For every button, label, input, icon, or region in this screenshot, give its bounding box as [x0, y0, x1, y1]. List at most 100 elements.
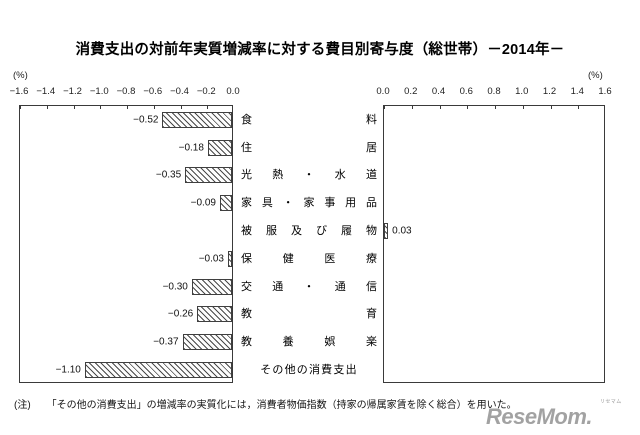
bar-value-label: −1.10 — [55, 364, 81, 376]
axis-tick-mark — [207, 105, 209, 109]
category-label-char: 楽 — [365, 336, 377, 349]
category-label-char: 教 — [241, 308, 252, 321]
axis-tick-mark — [384, 105, 385, 109]
axis-tick-mark — [550, 105, 552, 109]
category-label-char: 物 — [366, 225, 377, 238]
bar-negative — [191, 278, 232, 295]
category-label-char: 被 — [241, 225, 252, 238]
bar-row: 0.03 — [384, 217, 604, 245]
resemom-watermark-sub: リセマム — [600, 399, 622, 405]
footnote-text: 「その他の消費支出」の増減率の実質化には，消費者物価指数（持家の帰属家賃を除く総… — [46, 400, 517, 411]
axis-tick-label: 0.0 — [226, 86, 240, 97]
axis-tick-mark — [578, 105, 580, 109]
bar-negative — [162, 111, 232, 128]
axis-tick-label: 1.2 — [542, 86, 557, 97]
category-label-char: 健 — [282, 252, 294, 265]
category-label-char: 光 — [241, 169, 252, 182]
bar-value-label: −0.35 — [155, 169, 182, 181]
axis-tick-mark — [127, 105, 128, 109]
category-label-char: 具 — [261, 197, 273, 210]
category-label-char: 履 — [341, 225, 352, 238]
bar-negative — [228, 250, 232, 267]
axis-tick-label: −0.4 — [170, 86, 189, 97]
category-label-char: 熱 — [272, 169, 284, 182]
axis-tick-label: −0.6 — [143, 86, 163, 97]
axis-tick-label: −1.6 — [9, 86, 29, 97]
category-label-char: 及 — [291, 225, 302, 238]
bar-negative — [84, 362, 232, 379]
category-label: 住居 — [241, 133, 377, 161]
category-label: 被服及び履物 — [241, 216, 377, 244]
category-label-char: 通 — [334, 280, 346, 293]
bar-negative — [197, 306, 232, 323]
bar-negative — [219, 195, 232, 212]
axis-tick-mark — [46, 105, 48, 109]
bar-row: −0.37 — [20, 328, 232, 356]
category-label-char: ・ — [303, 280, 315, 293]
axis-tick-mark — [180, 105, 182, 109]
category-label-char: び — [316, 225, 327, 238]
axis-tick-label: −0.2 — [196, 86, 216, 97]
bar-value-label: −0.52 — [133, 114, 159, 126]
axis-tick-mark — [439, 105, 441, 109]
right-axis-unit-label: (%) — [588, 70, 603, 81]
axis-tick-label: 1.6 — [598, 86, 612, 97]
category-label-char: 居 — [366, 141, 377, 154]
axis-tick-label: 0.2 — [404, 86, 418, 97]
category-label: 保健医療 — [241, 244, 377, 272]
axis-tick-label: −1.4 — [36, 86, 56, 97]
axis-tick-mark — [20, 105, 21, 109]
footnote-marker: (注) — [14, 400, 31, 411]
bar-value-label: −0.30 — [162, 281, 188, 293]
category-label-char: 用 — [345, 197, 357, 210]
axis-tick-mark — [73, 105, 75, 109]
bar-value-label: −0.18 — [178, 142, 204, 154]
axis-tick-mark — [495, 105, 496, 109]
category-label-char: 家 — [303, 197, 315, 210]
category-label: 交通・通信 — [241, 272, 377, 300]
category-label-char: 保 — [241, 252, 252, 265]
category-label-char: 事 — [324, 197, 336, 210]
axis-tick-label: 1.4 — [570, 86, 584, 97]
positive-contribution-plot: 0.03 — [383, 105, 605, 383]
category-label-char: 教 — [241, 336, 252, 349]
footnote: (注) 「その他の消費支出」の増減率の実質化には，消費者物価指数（持家の帰属家賃を… — [14, 396, 630, 411]
category-label-char: 娯 — [324, 336, 336, 349]
bar-negative — [185, 167, 232, 184]
bar-negative — [182, 334, 232, 351]
category-label: 光熱・水道 — [241, 161, 377, 189]
category-label-char: 住 — [241, 141, 252, 154]
bar-row: −0.18 — [20, 134, 232, 162]
category-label-char: ・ — [303, 169, 315, 182]
bar-negative — [207, 139, 232, 156]
left-axis-unit-label: (%) — [13, 70, 28, 81]
category-label-char: ・ — [282, 197, 294, 210]
axis-tick-label: −1.0 — [89, 86, 109, 97]
category-label-char: 通 — [272, 280, 284, 293]
axis-tick-mark — [522, 105, 524, 109]
category-label-char: 療 — [365, 252, 377, 265]
axis-tick-mark — [467, 105, 469, 109]
axis-tick-label: 0.6 — [459, 86, 473, 97]
category-label-column: 食料住居光熱・水道家具・家事用品被服及び履物保健医療交通・通信教育教養娯楽その他… — [241, 105, 377, 383]
category-label-char: 育 — [366, 308, 377, 321]
bar-value-label: −0.09 — [190, 197, 216, 209]
axis-tick-label: 0.0 — [376, 86, 390, 97]
category-label-char: 料 — [366, 113, 377, 126]
category-label-char: 水 — [334, 169, 346, 182]
bar-row: −0.30 — [20, 273, 232, 301]
bar-positive — [384, 223, 389, 240]
category-label: 教養娯楽 — [241, 327, 377, 355]
category-label: 家具・家事用品 — [241, 188, 377, 216]
axis-tick-mark — [153, 105, 155, 109]
axis-tick-label: 0.8 — [487, 86, 501, 97]
page-title: 消費支出の対前年実質増減率に対する費目別寄与度（総世帯）－2014年－ — [75, 42, 565, 58]
bar-row: −0.26 — [20, 301, 232, 329]
axis-tick-mark — [604, 105, 605, 109]
category-label-char: 医 — [324, 252, 336, 265]
bar-value-label: −0.26 — [167, 308, 194, 320]
category-label: その他の消費支出 — [260, 364, 358, 377]
category-label-char: 交 — [241, 280, 252, 293]
axis-tick-label: −1.2 — [63, 86, 82, 97]
